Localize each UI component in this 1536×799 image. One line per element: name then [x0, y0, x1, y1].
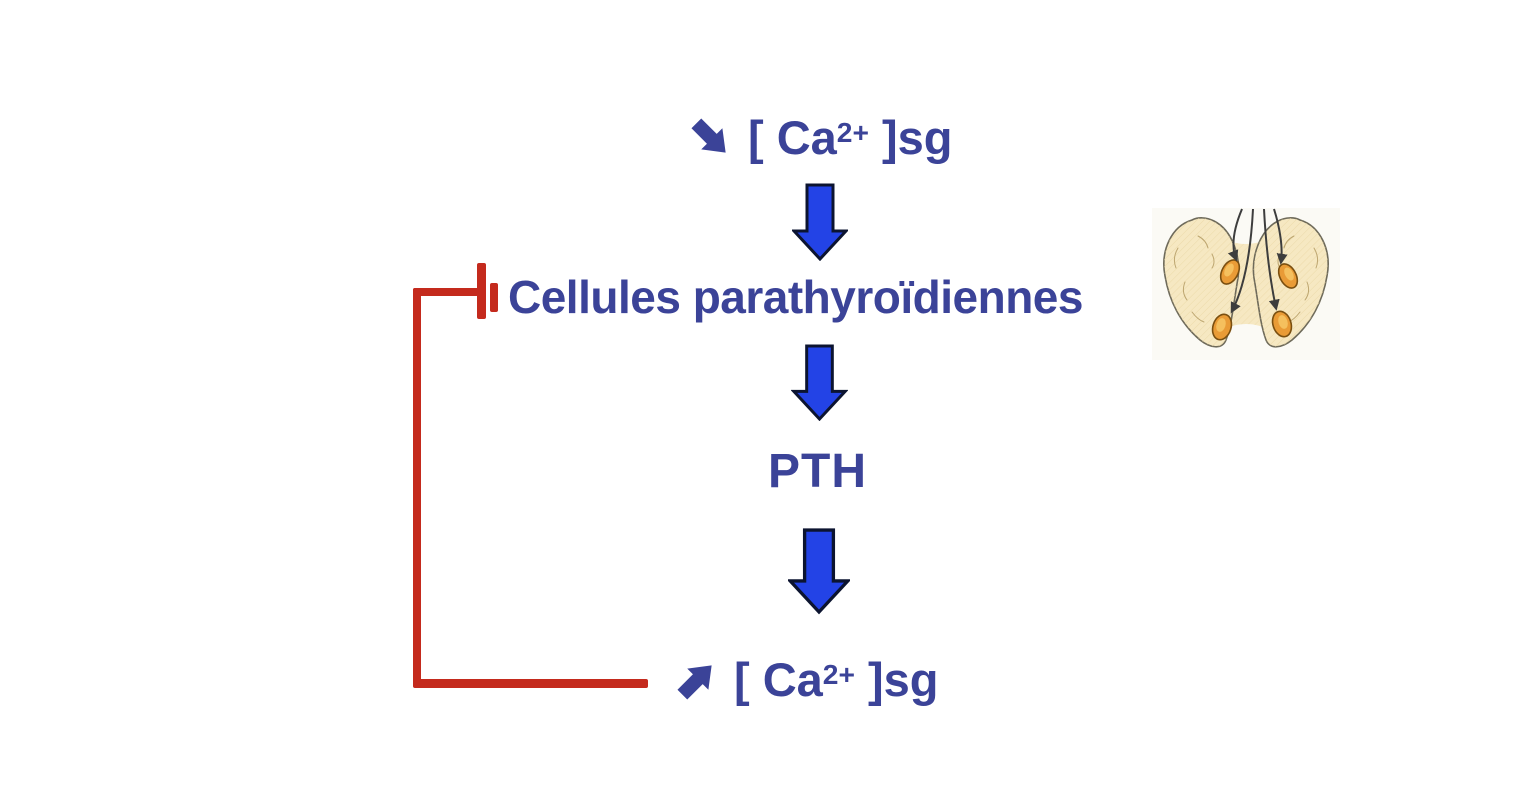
down-flow-arrow-2 — [791, 344, 848, 421]
feedback-line-top — [413, 288, 479, 296]
arrow-southeast-icon — [691, 117, 726, 153]
feedback-line-bottom — [413, 679, 648, 688]
calcium-rise-text: [ Ca2+ ]sg — [734, 653, 939, 706]
calcium-superscript: 2+ — [836, 116, 869, 149]
node-calcium-drop: [ Ca2+ ]sg — [688, 110, 953, 165]
down-flow-arrow-1 — [792, 183, 848, 261]
feedback-line-vertical — [413, 288, 421, 687]
arrow-northeast-icon — [677, 664, 712, 700]
node-calcium-rise: [ Ca2+ ]sg — [674, 652, 939, 707]
inhibition-bar-small-icon — [490, 283, 498, 312]
parathyroid-glands-illustration — [1152, 208, 1340, 360]
down-flow-arrow-3 — [788, 528, 850, 615]
node-parathyroid-cells: Cellules parathyroïdiennes — [508, 271, 1083, 323]
node-pth: PTH — [768, 445, 867, 498]
calcium-drop-text: [ Ca2+ ]sg — [748, 111, 953, 164]
calcium-superscript: 2+ — [822, 658, 855, 691]
inhibition-bar-icon — [477, 263, 486, 319]
